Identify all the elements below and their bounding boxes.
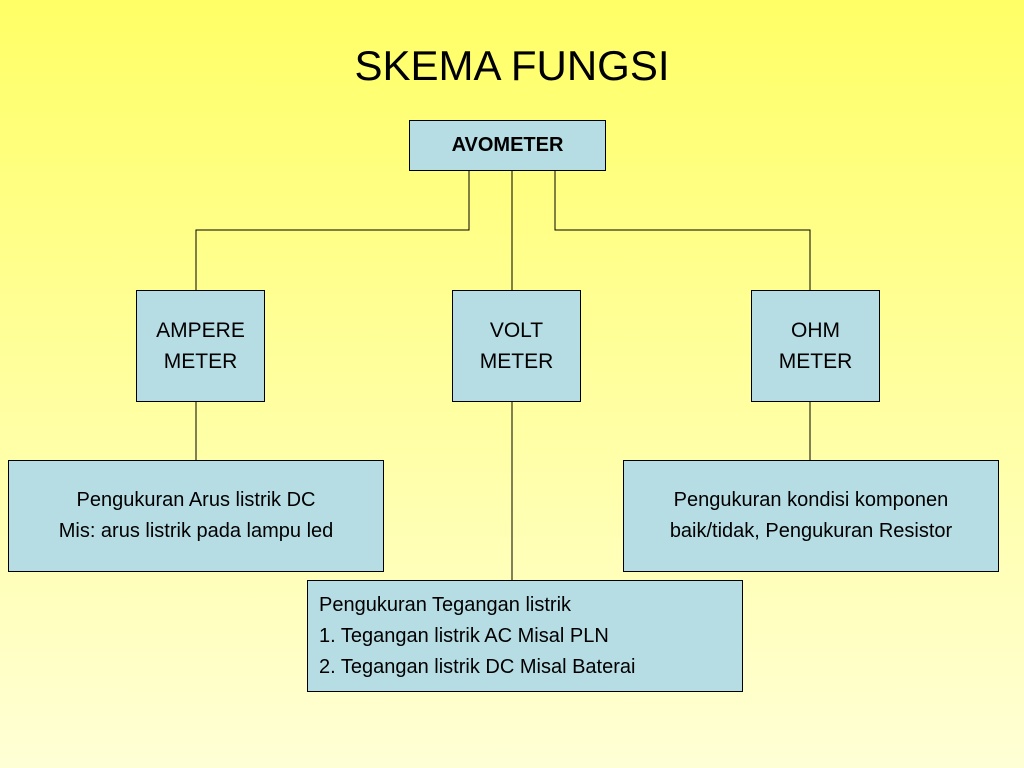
node-pengukuran-tegangan: Pengukuran Tegangan listrik 1. Tegangan …: [307, 580, 743, 692]
node-ampere-meter-line-1: AMPERE: [156, 319, 245, 342]
connector-avometer-ampere: [195, 171, 470, 290]
node-ohm-meter: OHM METER: [751, 290, 880, 402]
node-pengukuran-arus-line-1: Pengukuran Arus listrik DC: [76, 489, 316, 511]
node-ampere-meter-line-2: METER: [163, 350, 238, 373]
node-avometer: AVOMETER: [409, 120, 606, 171]
node-ohm-meter-line-2: METER: [778, 350, 853, 373]
node-volt-meter: VOLT METER: [452, 290, 581, 402]
node-ohm-meter-line-1: OHM: [791, 319, 840, 342]
node-pengukuran-tegangan-line-2: 1. Tegangan listrik AC Misal PLN: [319, 624, 609, 647]
node-pengukuran-arus-line-2: Mis: arus listrik pada lampu led: [58, 520, 334, 542]
node-pengukuran-tegangan-line-3: 2. Tegangan listrik DC Misal Baterai: [319, 655, 636, 678]
connector-avometer-ohm: [554, 171, 811, 290]
node-avometer-line: AVOMETER: [451, 134, 564, 156]
node-ampere-meter: AMPERE METER: [136, 290, 265, 402]
page-title: SKEMA FUNGSI: [354, 42, 670, 89]
node-volt-meter-line-2: METER: [479, 350, 554, 373]
node-pengukuran-arus: Pengukuran Arus listrik DC Mis: arus lis…: [8, 460, 384, 572]
node-pengukuran-tegangan-line-1: Pengukuran Tegangan listrik: [319, 593, 572, 616]
node-volt-meter-line-1: VOLT: [489, 319, 544, 342]
node-pengukuran-kondisi-line-2: baik/tidak, Pengukuran Resistor: [669, 520, 953, 542]
node-pengukuran-kondisi-line-1: Pengukuran kondisi komponen: [673, 489, 949, 511]
node-pengukuran-kondisi: Pengukuran kondisi komponen baik/tidak, …: [623, 460, 999, 572]
